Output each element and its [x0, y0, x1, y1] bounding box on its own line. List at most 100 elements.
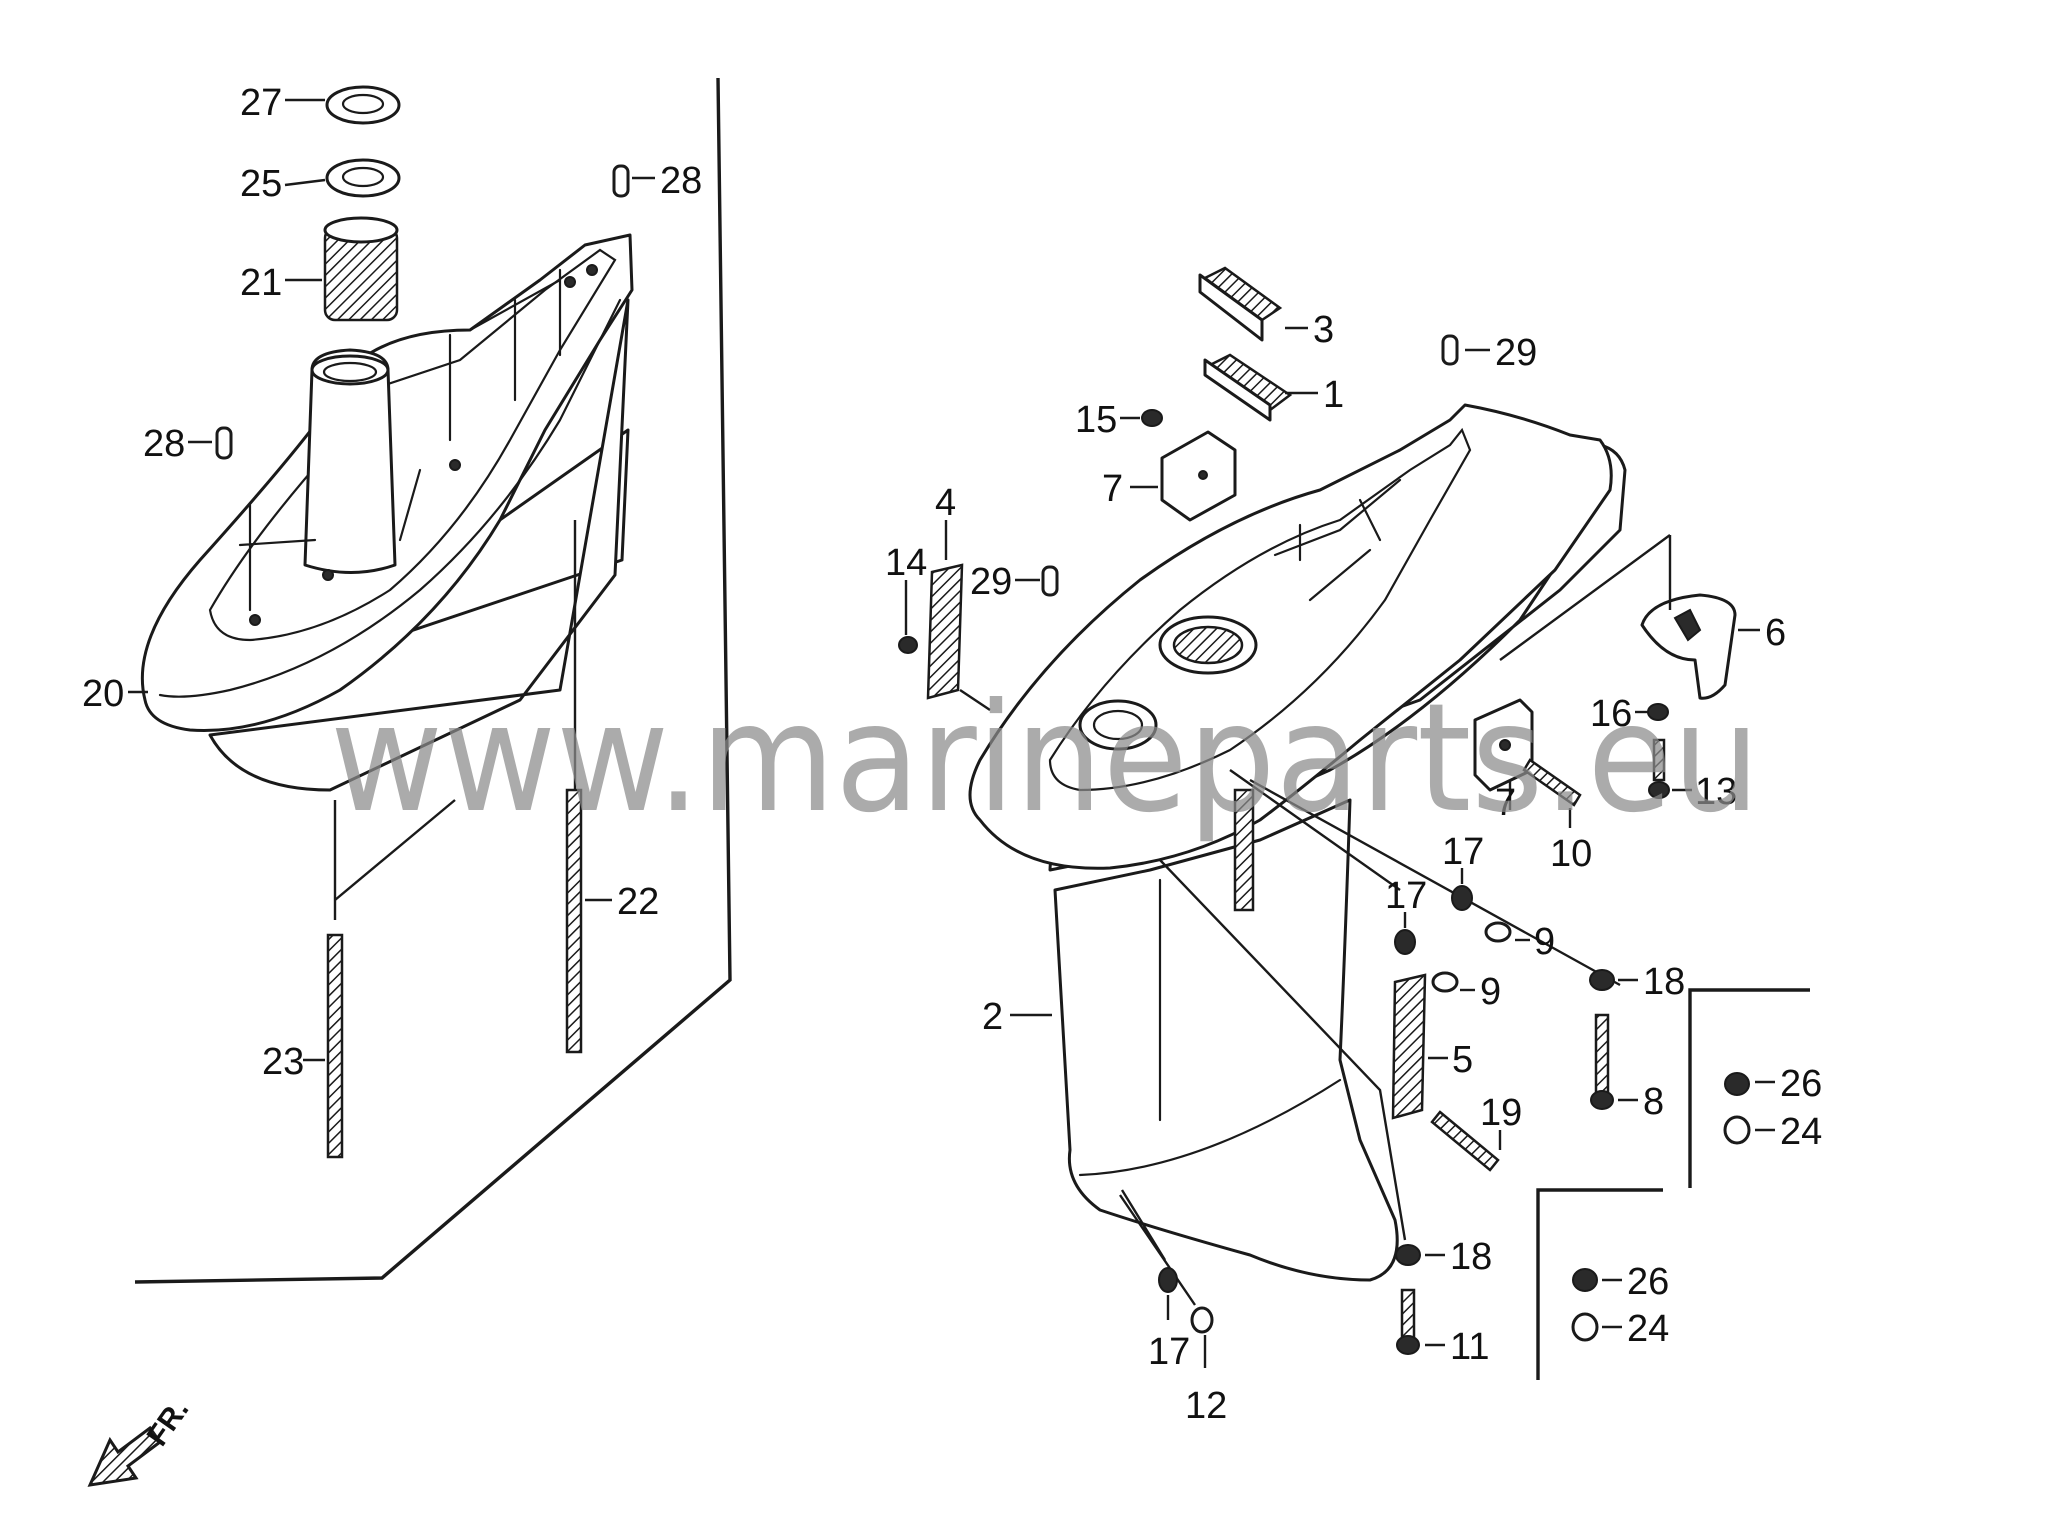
watermark-text: www.marineparts.eu — [330, 672, 1760, 846]
callout-9-b: 9 — [1480, 971, 1501, 1013]
stud-22 — [565, 788, 583, 1054]
callout-13: 11 — [1450, 1326, 1489, 1368]
extension-case-skirt — [208, 298, 630, 792]
bolt-13-head — [1396, 1335, 1420, 1355]
callout-15: 15 — [1075, 399, 1117, 441]
callout-21: 21 — [240, 262, 282, 304]
callout-14: 14 — [885, 542, 927, 584]
callout-3: 3 — [1313, 309, 1334, 351]
callout-17-c: 17 — [1148, 1331, 1190, 1373]
trim-tab-6-hole — [1673, 608, 1702, 642]
anode-1-base — [1203, 358, 1272, 422]
callout-24-lower: 24 — [1627, 1308, 1669, 1350]
gear-case-flange-inner — [1048, 427, 1472, 792]
nut-26-upper — [1724, 1072, 1750, 1096]
washer-18-upper — [1589, 969, 1615, 991]
gear-case-flange — [968, 403, 1613, 870]
callout-26-upper: 26 — [1780, 1063, 1822, 1105]
callout-16: 16 — [1590, 693, 1632, 735]
callout-6: 6 — [1765, 612, 1786, 654]
cover-4 — [926, 563, 964, 700]
washer-17-a — [1451, 885, 1473, 911]
gear-case-ribs — [1273, 478, 1402, 602]
callout-28-top: 28 — [660, 160, 702, 202]
callout-10: 10 — [1550, 833, 1592, 875]
mounting-hole — [249, 614, 261, 626]
callout-1: 1 — [1323, 374, 1344, 416]
callout-23: 23 — [262, 1041, 304, 1083]
oil-seal-27 — [325, 85, 401, 125]
bolt-11-shank — [1652, 738, 1666, 782]
plate-3-base — [1198, 273, 1264, 342]
detail-frame-upper — [1688, 988, 1810, 1188]
callout-12: 12 — [1185, 1385, 1227, 1427]
dowel-pin-28-top — [612, 164, 630, 198]
drain-guide-lines — [1119, 1189, 1196, 1306]
callout-11: 13 — [1695, 771, 1737, 813]
gear-case-skeg-line — [1078, 878, 1342, 1177]
stud-guide-line — [334, 799, 456, 901]
extension-case-ribs — [238, 268, 562, 612]
seal-25-bore — [341, 166, 385, 188]
washer-17-c — [1158, 1267, 1178, 1293]
spacer-7-lower-hole — [1499, 739, 1511, 751]
callout-20: 20 — [82, 673, 124, 715]
callout-17-b: 17 — [1385, 875, 1427, 917]
pump-bore-inner — [1172, 625, 1244, 665]
extension-case-inner-rim — [208, 248, 617, 642]
grille-5 — [1391, 973, 1427, 1120]
bolt-8-head — [1590, 1090, 1614, 1110]
callout-29-left: 29 — [970, 561, 1012, 603]
callout-24-upper: 24 — [1780, 1111, 1822, 1153]
plug-9-a — [1484, 921, 1512, 943]
bolt-8-shank — [1594, 1013, 1610, 1097]
fastener-guide-lines — [1229, 769, 1621, 987]
bolt-19 — [1430, 1110, 1500, 1172]
mounting-hole — [564, 276, 576, 288]
left-assembly: 27 25 21 28 28 20 22 23 — [82, 77, 732, 1284]
mounting-hole — [586, 264, 598, 276]
callout-25: 25 — [240, 163, 282, 205]
left-frame-line — [134, 77, 732, 1284]
driveshaft-bore — [1078, 699, 1158, 751]
bolt-14 — [898, 636, 918, 654]
nut-26-lower — [1572, 1268, 1598, 1292]
dowel-pin-28-left — [215, 426, 233, 460]
detail-frame-lower — [1536, 1188, 1663, 1380]
callout-9-a: 9 — [1534, 921, 1555, 963]
bolt-15 — [1141, 409, 1163, 427]
callout-19: 19 — [1480, 1092, 1522, 1134]
front-direction-marker: FR. — [87, 1393, 195, 1487]
callout-18-lower: 18 — [1450, 1236, 1492, 1278]
callout-17-a: 17 — [1442, 831, 1484, 873]
plug-12 — [1190, 1306, 1214, 1334]
bolt-11-head — [1648, 781, 1670, 799]
callout-5: 5 — [1452, 1039, 1473, 1081]
washer-18-lower — [1395, 1244, 1421, 1266]
driveshaft-housing-inner-bore — [322, 361, 378, 383]
mounting-hole — [449, 459, 461, 471]
gear-case-2 — [1053, 798, 1399, 1282]
plug-9-b — [1431, 971, 1459, 993]
callout-18-upper: 18 — [1643, 961, 1685, 1003]
driveshaft-housing — [303, 348, 397, 574]
trim-tab-guide — [1499, 534, 1672, 661]
callout-27: 27 — [240, 82, 282, 124]
callout-4: 4 — [935, 482, 956, 524]
stud-23 — [326, 933, 344, 1159]
cap-24-lower — [1571, 1312, 1599, 1342]
callout-8: 8 — [1643, 1081, 1664, 1123]
dowel-pin-29-left — [1041, 565, 1059, 597]
spacer-7-hole — [1198, 470, 1208, 480]
dowel-pin-29-top — [1441, 334, 1459, 366]
callout-28-left: 28 — [143, 423, 185, 465]
extension-case-mid-rim — [158, 298, 622, 698]
oil-seal-27-bore — [341, 93, 385, 115]
mounting-hole — [322, 569, 334, 581]
needle-bearing-21-top — [323, 216, 399, 244]
cap-24-upper — [1723, 1115, 1751, 1145]
callout-22: 22 — [617, 881, 659, 923]
right-assembly: 3 1 29 15 7 4 14 29 6 16 13 7 10 17 9 17… — [885, 266, 1822, 1427]
front-direction-arrow-icon — [87, 1425, 163, 1487]
